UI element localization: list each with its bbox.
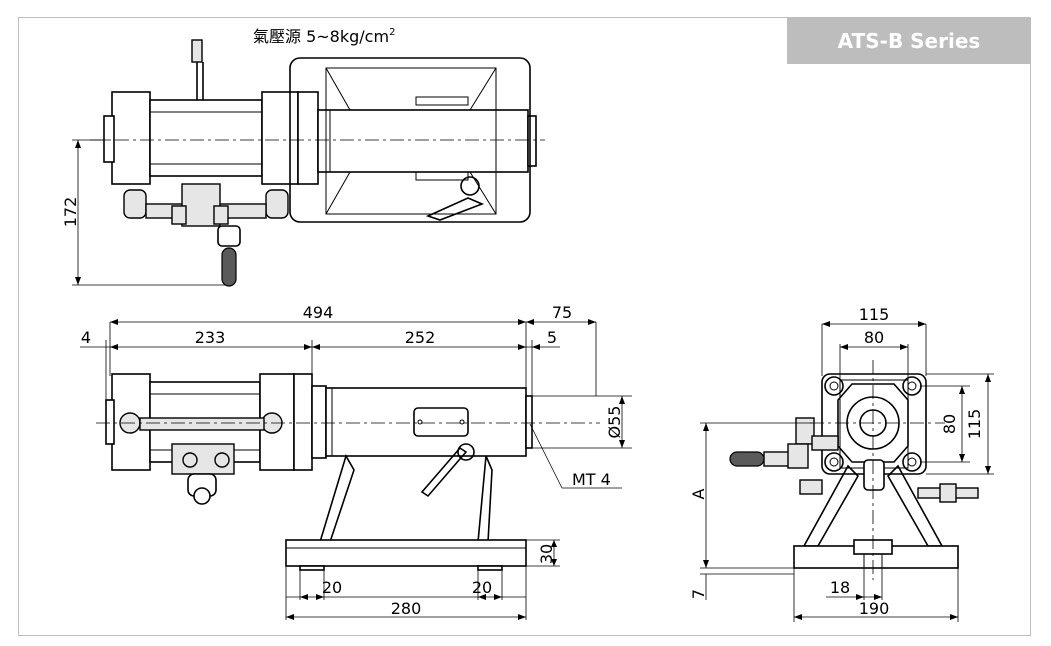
drawing-frame	[18, 17, 1031, 636]
dim-172: 172	[61, 197, 80, 228]
dim-A: A	[689, 488, 708, 499]
dim-280: 280	[391, 599, 422, 618]
dim-20-right: 20	[472, 578, 492, 597]
dim-80-top: 80	[864, 328, 884, 347]
dim-190: 190	[859, 599, 890, 618]
dim-75: 75	[552, 303, 572, 322]
dim-252: 252	[405, 328, 436, 347]
dim-494: 494	[303, 303, 334, 322]
dim-7: 7	[689, 589, 708, 599]
side-view: 115 80 80 115 A 7 18 190	[689, 305, 994, 622]
dim-18: 18	[830, 578, 850, 597]
dim-5: 5	[547, 328, 557, 347]
dim-115-right: 115	[965, 409, 984, 440]
top-view: 172	[61, 39, 545, 287]
dim-4: 4	[81, 328, 91, 347]
dim-30: 30	[537, 544, 556, 564]
dim-115-top: 115	[859, 305, 890, 324]
dim-mt4: MT 4	[572, 470, 611, 489]
front-view: 494 75 4 233 252 5 Ø55 MT 4 30	[80, 303, 632, 620]
dim-dia55: Ø55	[605, 406, 624, 439]
dim-20-left: 20	[322, 578, 342, 597]
series-badge: ATS-B Series	[787, 18, 1031, 64]
dim-233: 233	[195, 328, 226, 347]
air-source-note: 氣壓源 5~8kg/cm2	[253, 27, 395, 46]
dim-80-right: 80	[940, 414, 959, 434]
